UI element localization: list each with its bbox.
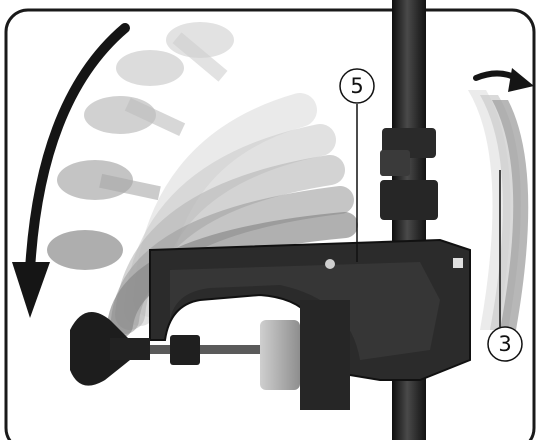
collar-bolt — [380, 150, 410, 176]
wing-knob — [70, 312, 130, 386]
pole-bracket — [380, 180, 438, 220]
ghost-wing-knobs — [47, 22, 234, 270]
clamp-jaw — [300, 300, 350, 410]
callout-3-label: 3 — [498, 332, 511, 356]
clamp-pressure-plate — [260, 320, 300, 390]
callout-5-label: 5 — [350, 74, 363, 98]
clamp-screw — [70, 312, 310, 390]
bracket-tab — [453, 258, 463, 268]
callout-3: 3 — [487, 170, 523, 362]
curved-arrow-down-icon — [12, 23, 130, 318]
callout-5: 5 — [339, 68, 375, 262]
bracket-rivet — [325, 259, 335, 269]
curved-arrow-right-icon — [473, 68, 534, 92]
